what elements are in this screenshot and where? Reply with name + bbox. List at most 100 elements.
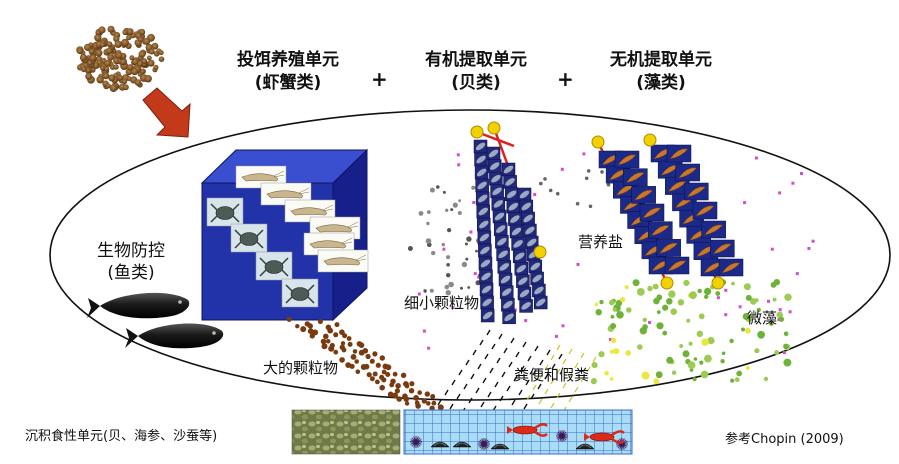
shellfish-icon <box>498 272 513 287</box>
shellfish-icon <box>478 256 493 271</box>
seaweed-icon <box>639 203 665 222</box>
shellfish-icon <box>479 282 494 297</box>
feed-arrow-icon <box>142 87 191 138</box>
shellfish-icon <box>477 230 492 245</box>
pebble-sediment <box>291 409 401 455</box>
shellfish-icon <box>490 443 510 450</box>
shellfish-icon <box>506 199 521 214</box>
shellfish-icon <box>493 222 508 236</box>
deposit-unit-label: 沉积食性单元(贝、海参、沙蚕等) <box>25 429 218 444</box>
sea-urchin-icon <box>410 436 422 448</box>
shellfish-icon <box>504 187 519 202</box>
shrimp-crab-cube <box>200 148 369 322</box>
shellfish-icon <box>489 171 503 186</box>
shellfish-icon <box>495 234 509 249</box>
shellfish-icon <box>530 271 544 286</box>
shellfish-longline <box>470 121 548 325</box>
shellfish-icon <box>477 217 491 232</box>
seaweed-icon <box>614 150 640 169</box>
bio-control-subtitle: (鱼类) <box>107 263 155 283</box>
fish-icon <box>87 292 190 319</box>
shellfish-icon <box>508 212 522 226</box>
shellfish-icon <box>523 223 537 238</box>
seaweed-icon <box>664 256 690 275</box>
seaweed-icon <box>692 201 718 220</box>
bio-control-label: 生物防控 (鱼类) <box>76 240 186 284</box>
seaweed-icon <box>648 221 673 239</box>
seaweed-longline <box>591 133 744 290</box>
shellfish-icon <box>499 285 514 299</box>
shellfish-icon <box>486 146 501 161</box>
shellfish-icon <box>514 261 529 276</box>
lobster-icon <box>584 430 625 444</box>
shellfish-icon <box>491 197 506 211</box>
shellfish-icon <box>517 187 532 202</box>
shrimp-icon <box>260 182 312 206</box>
seaweed-icon <box>623 168 648 186</box>
unit3-label: 无机提取单元 (藻类) <box>601 49 721 95</box>
feces-label: 粪便和假粪 <box>514 366 590 384</box>
shellfish-icon <box>480 295 494 310</box>
shellfish-icon <box>521 211 535 226</box>
seaweed-icon <box>718 258 744 277</box>
shellfish-icon <box>501 297 515 312</box>
bio-control-title: 生物防控 <box>97 241 165 261</box>
unit2-title: 有机提取单元 <box>425 50 527 70</box>
shellfish-icon <box>480 308 495 323</box>
seaweed-icon <box>675 163 700 182</box>
crab-icon <box>230 223 268 253</box>
shellfish-icon <box>575 443 595 450</box>
shellfish-icon <box>475 178 489 193</box>
shellfish-icon <box>501 162 516 177</box>
shellfish-icon <box>512 249 527 264</box>
shellfish-icon <box>475 191 490 206</box>
large-particles-label: 大的颗粒物 <box>263 359 339 377</box>
shellfish-icon <box>452 441 472 448</box>
shellfish-icon <box>509 224 524 239</box>
plus-sign-2: + <box>557 67 574 91</box>
shellfish-icon <box>479 269 493 284</box>
shellfish-icon <box>476 204 490 219</box>
unit1-label: 投饵养殖单元 (虾蟹类) <box>228 49 348 95</box>
seaweed-icon <box>701 220 726 239</box>
shellfish-icon <box>519 299 533 313</box>
feed-pellets-icon <box>76 25 165 92</box>
shellfish-icon <box>492 209 507 224</box>
shellfish-icon <box>528 259 543 274</box>
shrimp-icon <box>284 199 336 223</box>
shellfish-icon <box>532 283 546 298</box>
shellfish-icon <box>516 274 530 288</box>
shellfish-icon <box>503 175 517 189</box>
unit3-title: 无机提取单元 <box>610 50 712 70</box>
reference-label: 参考Chopin (2009) <box>725 432 844 447</box>
plus-sign-1: + <box>371 67 388 91</box>
shellfish-icon <box>478 243 492 258</box>
shellfish-icon <box>533 295 548 310</box>
shellfish-icon <box>474 165 489 180</box>
shellfish-icon <box>474 152 488 167</box>
shellfish-icon <box>490 184 504 199</box>
unit2-label: 有机提取单元 (贝类) <box>416 49 536 95</box>
unit1-title: 投饵养殖单元 <box>237 50 339 70</box>
shrimp-icon <box>235 165 287 189</box>
seaweed-icon <box>631 186 656 204</box>
shrimp-icon <box>317 249 369 273</box>
sea-urchin-icon <box>478 438 490 450</box>
shellfish-icon <box>496 247 510 262</box>
seaweed-icon <box>666 144 692 163</box>
shellfish-icon <box>517 286 532 301</box>
unit2-subtitle: (贝类) <box>451 73 501 93</box>
shellfish-icon <box>511 237 525 251</box>
shellfish-icon <box>487 159 502 173</box>
unit1-subtitle: (虾蟹类) <box>254 73 322 93</box>
shellfish-icon <box>473 139 488 154</box>
crab-icon <box>255 251 293 281</box>
nutrients-label: 营养盐 <box>578 233 624 251</box>
microalgae-label: 微藻 <box>747 309 778 327</box>
crab-icon <box>206 197 244 227</box>
fish-icon <box>125 323 224 349</box>
crab-icon <box>281 278 319 308</box>
shellfish-icon <box>430 441 450 448</box>
deposit-feeder-strip <box>291 409 633 455</box>
